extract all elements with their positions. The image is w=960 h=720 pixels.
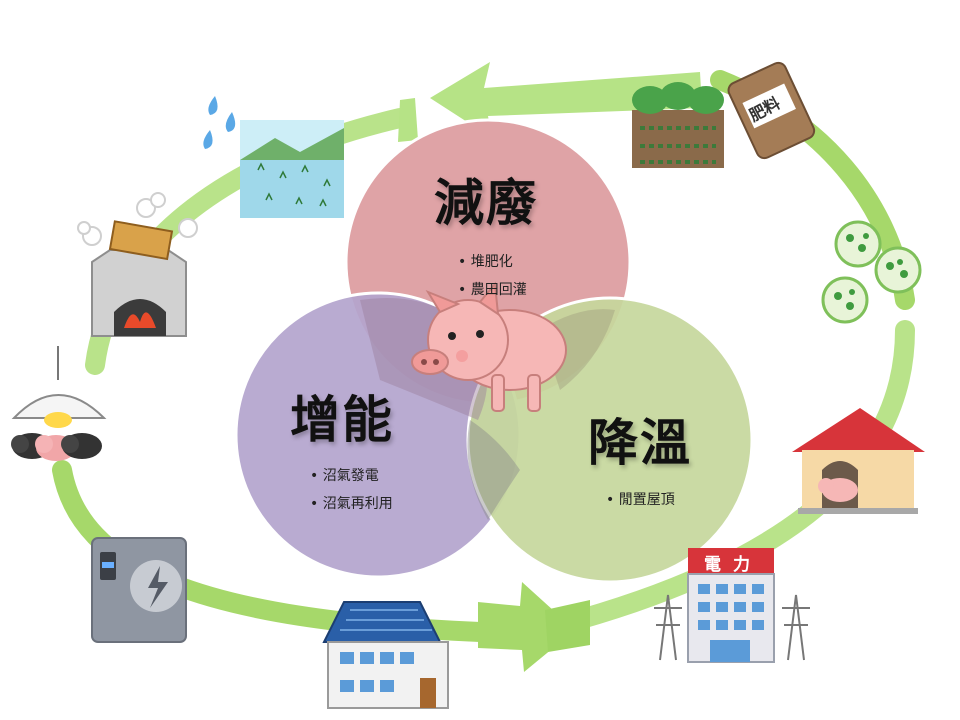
fertilizer-field-icon bbox=[632, 82, 724, 168]
venn-overlap-3 bbox=[467, 420, 520, 520]
cooling-item: 閒置屋頂 bbox=[606, 486, 675, 514]
fertilizer-bag-icon bbox=[727, 61, 816, 160]
power-company-building-icon bbox=[687, 548, 775, 663]
reduce-waste-title: 減廢 bbox=[434, 174, 538, 232]
arrow-head-top bbox=[430, 62, 702, 138]
battery-cabinet-icon bbox=[91, 537, 187, 643]
increase-energy-list: 沼氣發電 沼氣再利用 bbox=[310, 462, 393, 518]
arrow-head-right-bottom bbox=[545, 600, 590, 652]
algae-cells-icon bbox=[821, 220, 922, 324]
pig-icon bbox=[411, 281, 567, 412]
power-company-sign-label: 電力 bbox=[704, 555, 762, 575]
transmission-tower-icon bbox=[654, 594, 810, 661]
increase-energy-title: 增能 bbox=[290, 391, 394, 449]
increase-energy-item: 沼氣再利用 bbox=[310, 490, 393, 518]
arrow-head-left bbox=[398, 98, 418, 142]
reduce-waste-list: 堆肥化 農田回灌 bbox=[458, 248, 527, 304]
increase-energy-item: 沼氣發電 bbox=[310, 462, 393, 490]
venn-circles bbox=[234, 118, 754, 584]
heat-lamp-piglets-icon bbox=[11, 346, 107, 461]
steaming-stove-icon bbox=[77, 192, 198, 337]
rice-paddy-rain-icon bbox=[203, 96, 344, 218]
solar-house-icon bbox=[322, 601, 449, 709]
pig-house-icon bbox=[792, 408, 925, 514]
reduce-waste-item: 農田回灌 bbox=[458, 276, 527, 304]
cooling-title: 降溫 bbox=[588, 414, 692, 472]
reduce-waste-item: 堆肥化 bbox=[458, 248, 527, 276]
cooling-list: 閒置屋頂 bbox=[606, 486, 675, 514]
